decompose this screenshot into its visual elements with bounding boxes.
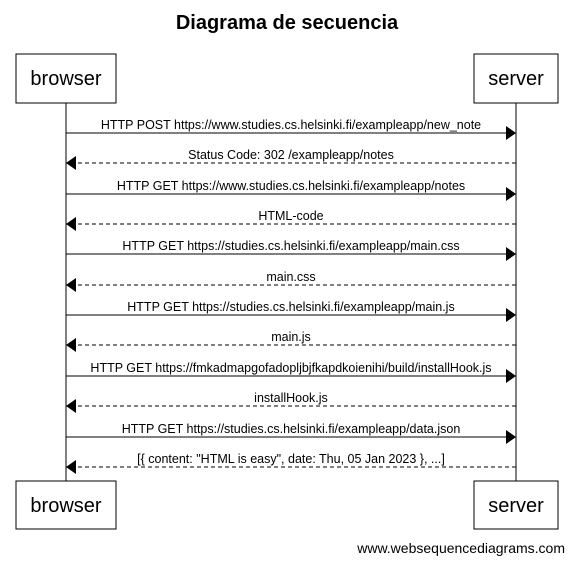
message-label-5: HTTP GET https://studies.cs.helsinki.fi/… xyxy=(122,239,459,253)
message-arrowhead-11 xyxy=(506,430,516,444)
message-label-12: [{ content: "HTML is easy", date: Thu, 0… xyxy=(137,452,445,466)
message-arrowhead-9 xyxy=(506,369,516,383)
participant-browser-top-label: browser xyxy=(30,68,101,90)
diagram-title: Diagrama de secuencia xyxy=(176,12,399,34)
message-label-8: main.js xyxy=(271,330,311,344)
messages-group: HTTP POST https://www.studies.cs.helsink… xyxy=(66,118,516,474)
participant-server-bottom-label: server xyxy=(488,495,544,517)
participant-browser-bottom-label: browser xyxy=(30,495,101,517)
footer-credit: www.websequencediagrams.com xyxy=(356,540,565,556)
message-label-11: HTTP GET https://studies.cs.helsinki.fi/… xyxy=(122,422,461,436)
message-label-2: Status Code: 302 /exampleapp/notes xyxy=(188,148,394,162)
message-label-6: main.css xyxy=(266,270,315,284)
participant-server-bottom: server xyxy=(473,480,559,530)
message-label-9: HTTP GET https://fmkadmapgofadopljbjfkap… xyxy=(90,361,491,375)
message-arrowhead-10 xyxy=(66,399,76,413)
message-arrowhead-2 xyxy=(66,156,76,170)
message-arrowhead-7 xyxy=(506,308,516,322)
message-arrowhead-3 xyxy=(506,187,516,201)
message-label-3: HTTP GET https://www.studies.cs.helsinki… xyxy=(117,179,465,193)
participant-browser-bottom: browser xyxy=(15,480,117,530)
participant-browser-top: browser xyxy=(15,53,117,104)
message-arrowhead-4 xyxy=(66,217,76,231)
message-arrowhead-12 xyxy=(66,460,76,474)
message-arrowhead-5 xyxy=(506,247,516,261)
message-label-4: HTML-code xyxy=(258,209,323,223)
message-arrowhead-1 xyxy=(506,126,516,140)
message-label-1: HTTP POST https://www.studies.cs.helsink… xyxy=(101,118,481,132)
participant-server-top-label: server xyxy=(488,68,544,90)
message-label-7: HTTP GET https://studies.cs.helsinki.fi/… xyxy=(127,300,454,314)
participant-server-top: server xyxy=(473,53,559,104)
message-label-10: installHook.js xyxy=(254,391,328,405)
message-arrowhead-6 xyxy=(66,278,76,292)
message-arrowhead-8 xyxy=(66,338,76,352)
